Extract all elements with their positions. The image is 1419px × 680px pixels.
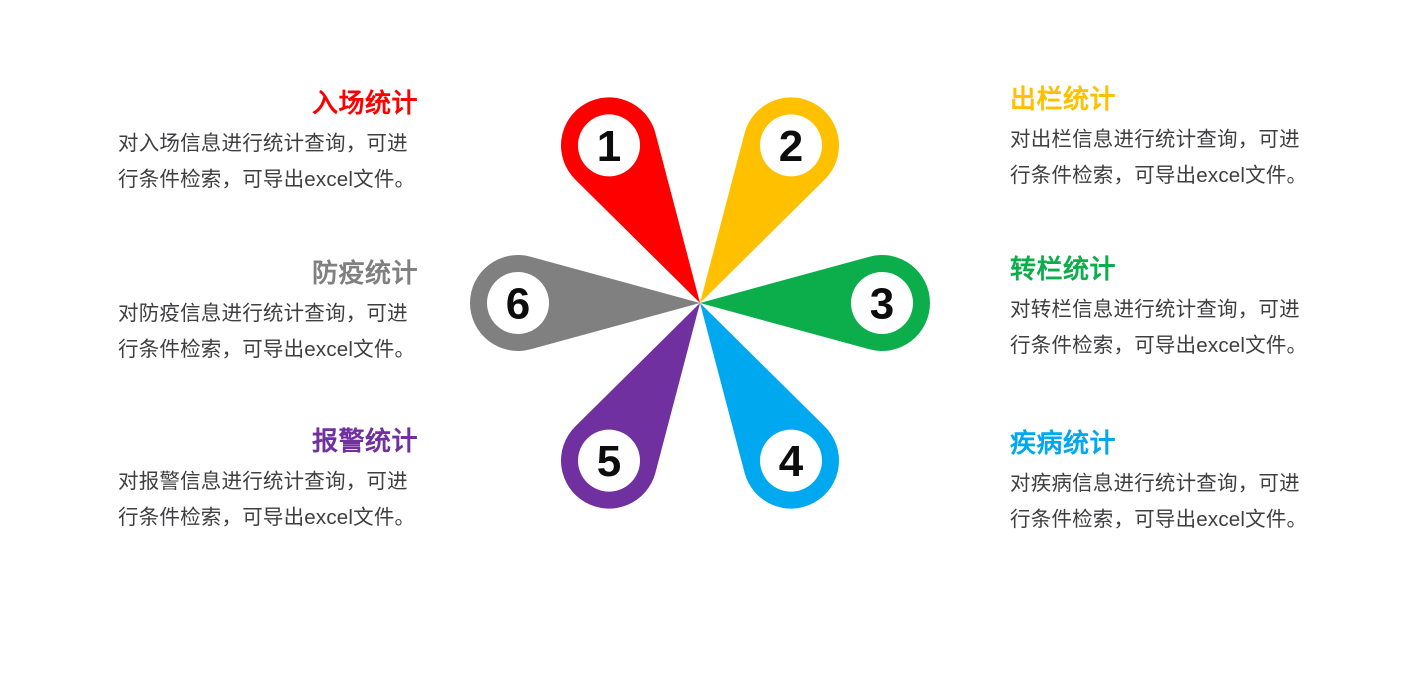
petal-number-label-3: 3 bbox=[870, 280, 894, 329]
section-title-jibing: 疾病统计 bbox=[1010, 428, 1117, 458]
section-title-ruchang: 入场统计 bbox=[311, 88, 418, 118]
petal-number-label-1: 1 bbox=[597, 122, 621, 171]
section-block-fangyi: 防疫统计 对防疫信息进行统计查询，可进行条件检索，可导出excel文件。 bbox=[118, 256, 418, 368]
section-description-chulan: 对出栏信息进行统计查询，可进行条件检索，可导出excel文件。 bbox=[1010, 128, 1308, 187]
pinwheel-diagram: 1 2 3 4 5 6 bbox=[440, 75, 960, 535]
section-block-ruchang: 入场统计 对入场信息进行统计查询，可进行条件检索，可导出excel文件。 bbox=[118, 86, 418, 198]
petal-number-label-5: 5 bbox=[597, 437, 621, 486]
section-description-ruchang: 对入场信息进行统计查询，可进行条件检索，可导出excel文件。 bbox=[118, 132, 416, 191]
section-block-jibing: 疾病统计 对疾病信息进行统计查询，可进行条件检索，可导出excel文件。 bbox=[1010, 426, 1310, 538]
section-description-jibing: 对疾病信息进行统计查询，可进行条件检索，可导出excel文件。 bbox=[1010, 472, 1308, 531]
section-title-chulan: 出栏统计 bbox=[1010, 84, 1117, 114]
section-title-baojing: 报警统计 bbox=[311, 426, 418, 456]
section-title-fangyi: 防疫统计 bbox=[311, 258, 418, 288]
section-block-zhuanlan: 转栏统计 对转栏信息进行统计查询，可进行条件检索，可导出excel文件。 bbox=[1010, 252, 1310, 364]
section-description-fangyi: 对防疫信息进行统计查询，可进行条件检索，可导出excel文件。 bbox=[118, 302, 416, 361]
petal-number-badge-2 bbox=[760, 114, 822, 177]
petal-number-label-2: 2 bbox=[779, 122, 803, 171]
petal-number-badge-1 bbox=[578, 114, 640, 177]
petal-number-badge-4 bbox=[760, 429, 822, 492]
petal-number-label-6: 6 bbox=[506, 280, 530, 329]
section-description-zhuanlan: 对转栏信息进行统计查询，可进行条件检索，可导出excel文件。 bbox=[1010, 298, 1308, 357]
petal-number-badge-layer: 1 2 3 4 5 6 bbox=[487, 114, 913, 492]
petal-number-badge-6 bbox=[487, 272, 549, 334]
petal-number-badge-3 bbox=[851, 272, 913, 334]
petal-number-label-4: 4 bbox=[779, 437, 804, 486]
section-block-baojing: 报警统计 对报警信息进行统计查询，可进行条件检索，可导出excel文件。 bbox=[118, 424, 418, 536]
section-block-chulan: 出栏统计 对出栏信息进行统计查询，可进行条件检索，可导出excel文件。 bbox=[1010, 82, 1310, 194]
section-description-baojing: 对报警信息进行统计查询，可进行条件检索，可导出excel文件。 bbox=[118, 470, 416, 529]
petal-number-badge-5 bbox=[578, 429, 640, 492]
section-title-zhuanlan: 转栏统计 bbox=[1010, 254, 1117, 284]
